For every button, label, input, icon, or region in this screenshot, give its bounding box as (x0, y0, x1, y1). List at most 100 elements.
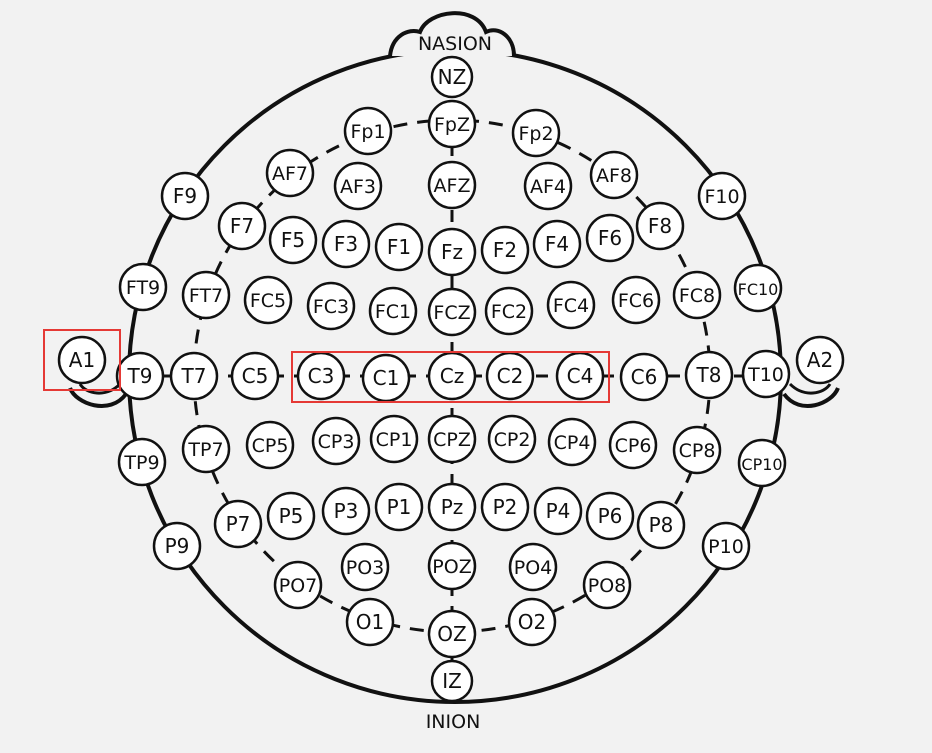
electrode-label: C5 (242, 364, 269, 388)
electrode-label: FC2 (491, 301, 527, 323)
electrode-label: POZ (432, 556, 471, 578)
electrode-label: F1 (387, 235, 411, 259)
electrode-circle (57, 335, 107, 385)
electrode-label: Pz (441, 495, 464, 519)
electrode-label: FC6 (618, 290, 654, 312)
electrode-circle (484, 286, 534, 336)
electrode-circle (374, 482, 424, 532)
electrode-label: P10 (708, 536, 744, 558)
electrode-circle (181, 270, 231, 320)
electrode-circle (181, 424, 231, 474)
highlight-layer (43, 329, 610, 403)
electrode-label: F3 (334, 232, 358, 256)
electrode-circle (213, 499, 263, 549)
electrode-c5: C5 (230, 351, 280, 401)
electrode-circle (480, 482, 530, 532)
electrode-label: FC4 (553, 295, 589, 317)
electrode-cp3: CP3 (311, 416, 361, 466)
electrode-circle (585, 491, 635, 541)
highlight-box-central-row (291, 351, 610, 403)
electrode-label: CPZ (433, 429, 471, 451)
electrode-circle (741, 349, 791, 399)
electrode-circle (311, 416, 361, 466)
electrode-fc4: FC4 (546, 280, 596, 330)
electrode-t10: T10 (741, 349, 791, 399)
electrode-label: FpZ (434, 114, 470, 136)
electrode-circle (547, 417, 597, 467)
electrode-afz: AFZ (427, 160, 477, 210)
electrode-label: O2 (518, 610, 546, 634)
electrode-label: C3 (308, 364, 335, 388)
inion-label: INION (426, 711, 481, 733)
electrode-f4: F4 (532, 219, 582, 269)
electrode-label: FC1 (375, 301, 411, 323)
electrode-circle (368, 286, 418, 336)
electrode-po4: PO4 (508, 542, 558, 592)
electrode-cp4: CP4 (547, 417, 597, 467)
electrode-cp8: CP8 (672, 425, 722, 475)
electrode-circle (427, 482, 477, 532)
electrode-circle (480, 225, 530, 275)
electrode-circle (546, 280, 596, 330)
electrode-circle (306, 281, 356, 331)
electrode-circle (507, 597, 557, 647)
electrode-p3: P3 (321, 486, 371, 536)
electrode-circle (245, 420, 295, 470)
electrode-f8: F8 (635, 201, 685, 251)
electrode-t9: T9 (115, 351, 165, 401)
electrode-circle (701, 521, 751, 571)
electrode-circle (343, 106, 393, 156)
electrode-p8: P8 (636, 500, 686, 550)
electrode-label: O1 (356, 610, 384, 634)
electrode-circle (374, 222, 424, 272)
electrode-label: AF3 (340, 176, 376, 198)
electrode-label: F4 (545, 232, 569, 256)
electrode-label: P1 (387, 495, 412, 519)
electrode-label: F7 (230, 214, 254, 238)
electrode-tp7: TP7 (181, 424, 231, 474)
electrode-circle (430, 659, 474, 703)
electrode-label: TP7 (187, 439, 223, 461)
electrode-fz: Fz (427, 227, 477, 277)
electrode-circle (169, 351, 219, 401)
electrode-p2: P2 (480, 482, 530, 532)
electrode-circle (733, 263, 783, 313)
electrode-circle (117, 437, 167, 487)
electrode-f7: F7 (217, 201, 267, 251)
electrode-cp6: CP6 (608, 420, 658, 470)
electrode-label: CP5 (252, 435, 289, 457)
electrode-fcz: FCZ (427, 287, 477, 337)
electrode-label: AF4 (530, 176, 566, 198)
electrode-f5: F5 (268, 215, 318, 265)
electrode-af4: AF4 (523, 161, 573, 211)
electrode-label: C1 (373, 366, 400, 390)
electrode-circle (533, 486, 583, 536)
electrode-circle (636, 500, 686, 550)
electrode-label: C2 (497, 364, 524, 388)
electrode-label: F9 (173, 184, 197, 208)
electrode-po3: PO3 (340, 542, 390, 592)
electrode-circle (635, 201, 685, 251)
electrode-label: T8 (696, 363, 722, 387)
electrode-label: A1 (69, 348, 95, 372)
electrode-circle (230, 351, 280, 401)
electrode-label: AF7 (272, 163, 308, 185)
electrode-f1: F1 (374, 222, 424, 272)
electrode-circle (243, 275, 293, 325)
electrode-circle (273, 560, 323, 610)
electrode-label: IZ (442, 669, 462, 693)
electrode-p4: P4 (533, 486, 583, 536)
electrode-label: FC10 (738, 280, 779, 299)
electrode-label: F6 (598, 226, 622, 250)
electrode-circle (345, 597, 395, 647)
electrode-label: T7 (181, 364, 207, 388)
electrode-po7: PO7 (273, 560, 323, 610)
electrode-circle (265, 148, 315, 198)
electrode-c2: C2 (485, 351, 535, 401)
electrode-label: Fz (441, 240, 463, 264)
electrode-a1: A1 (57, 335, 107, 385)
electrode-circle (427, 287, 477, 337)
electrode-label: P6 (598, 504, 623, 528)
electrode-label: OZ (437, 622, 466, 646)
